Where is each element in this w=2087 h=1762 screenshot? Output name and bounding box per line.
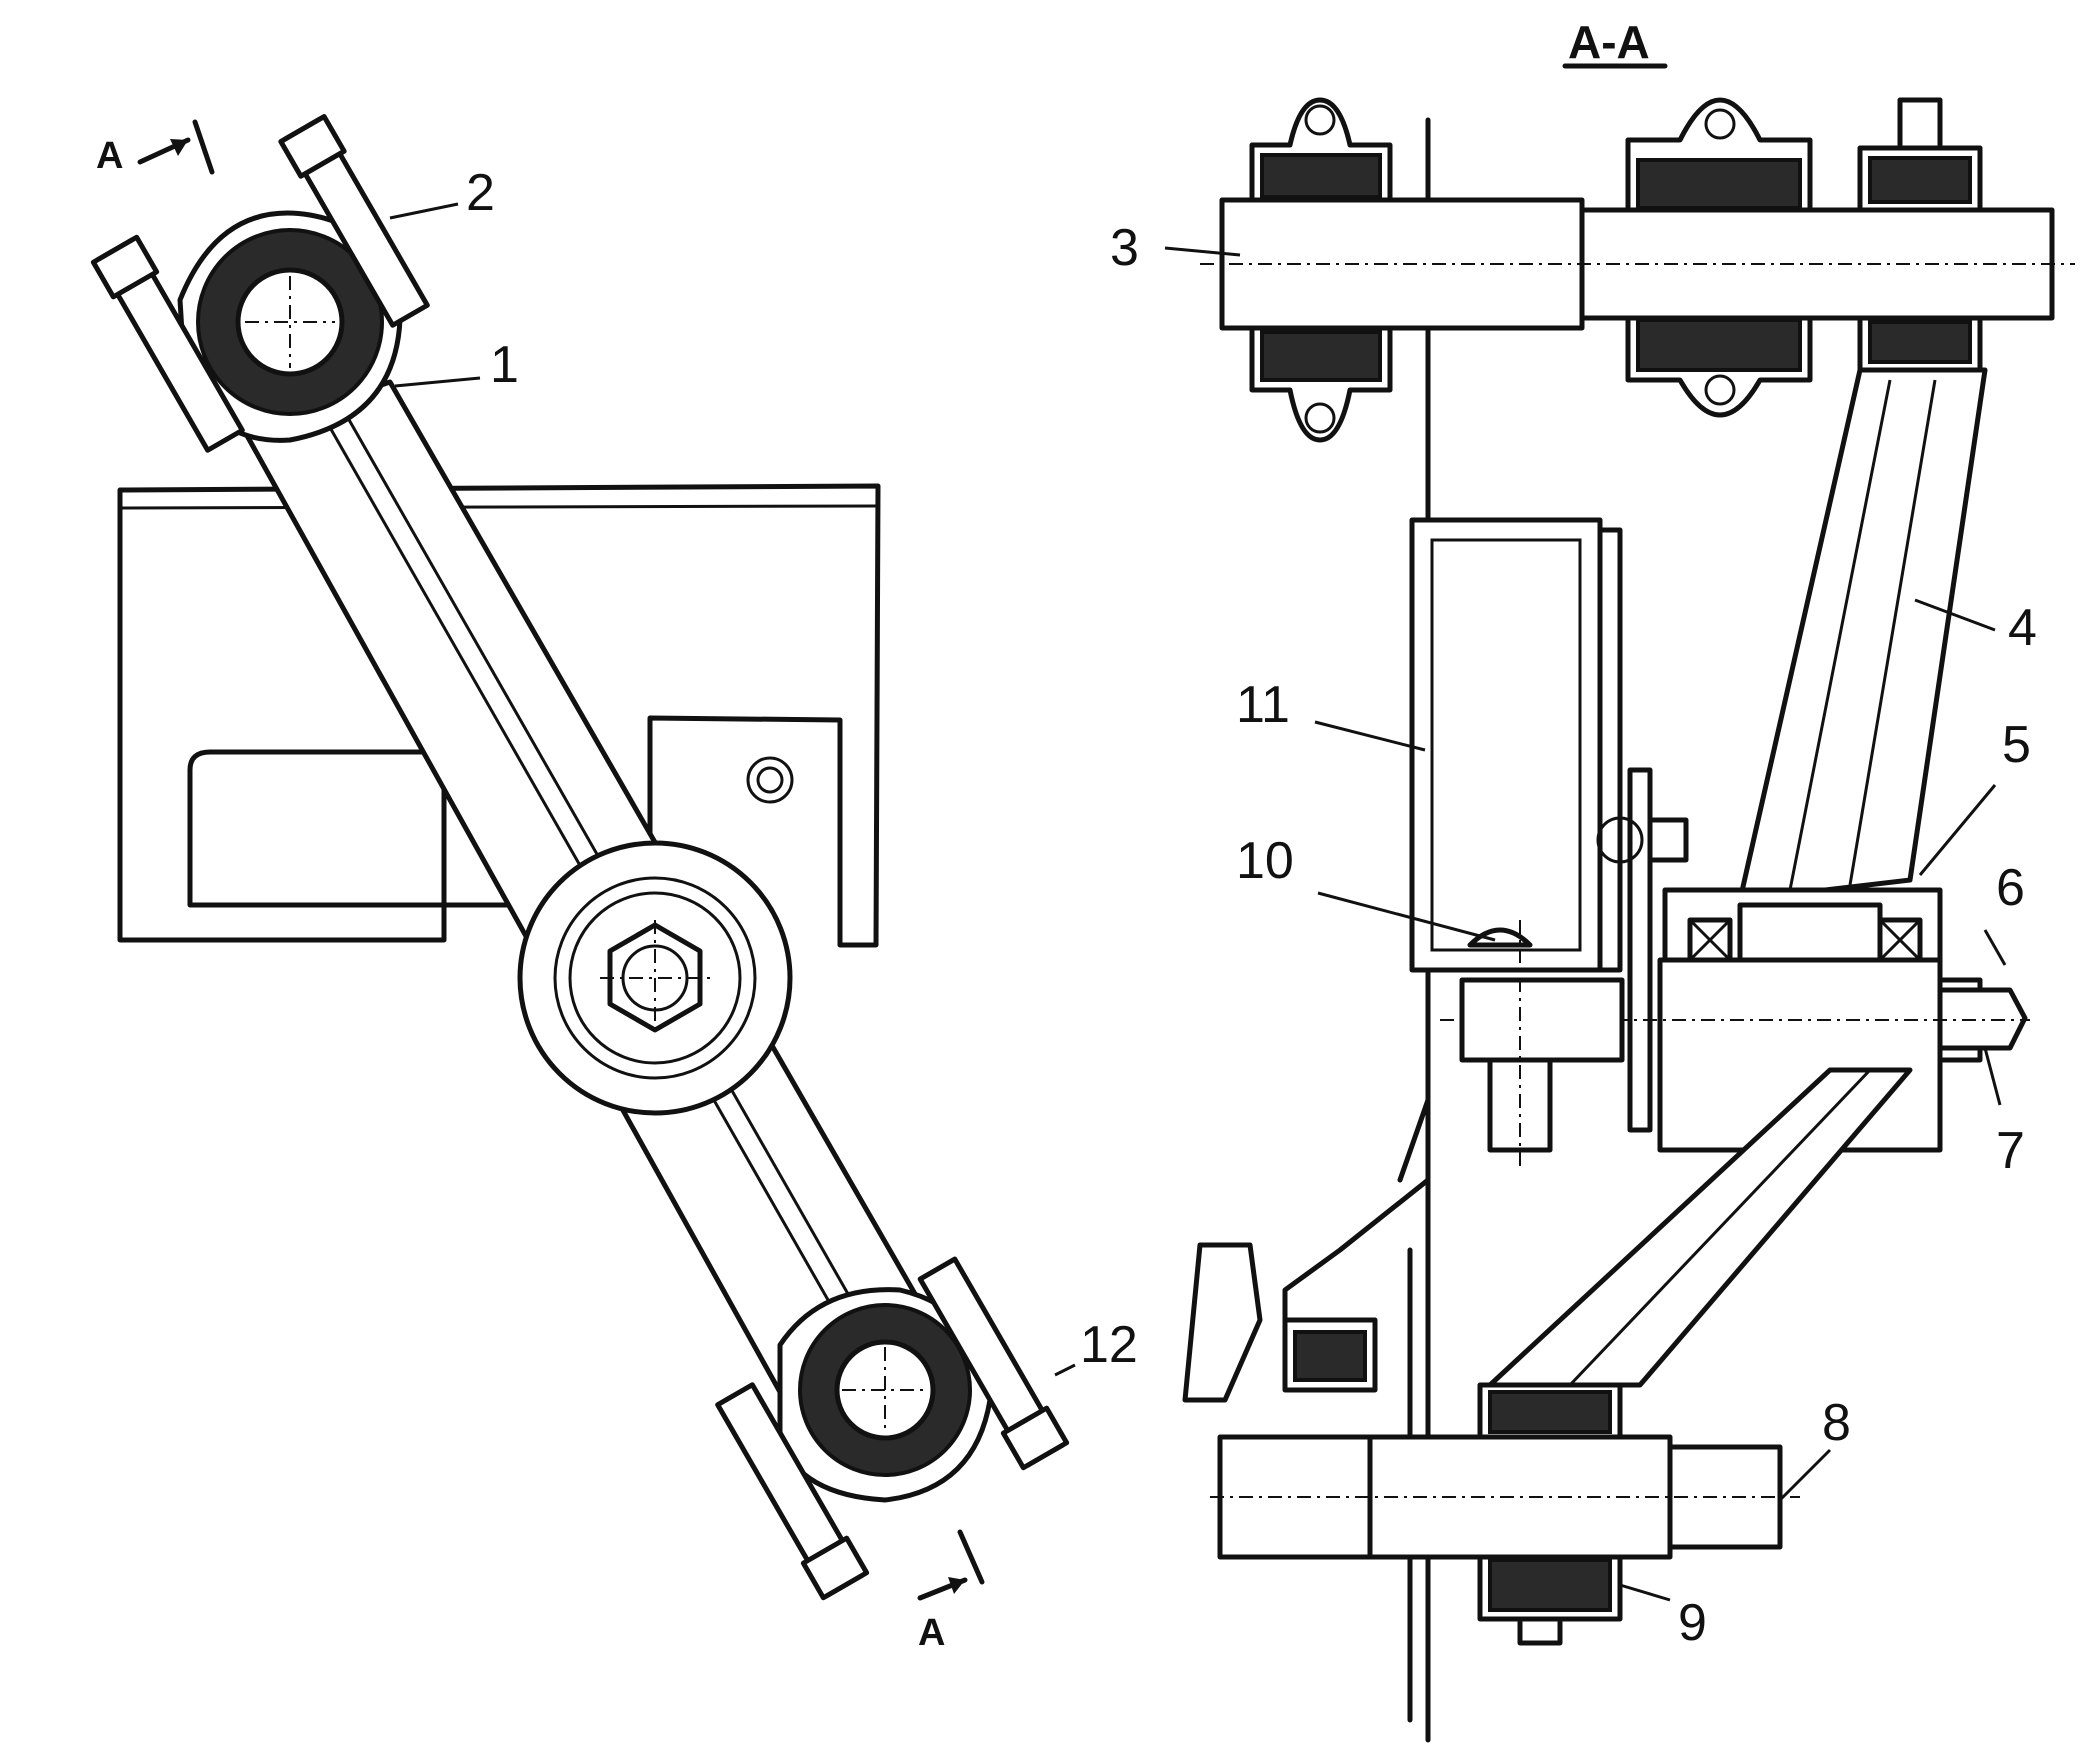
callout-8: 8: [1822, 1394, 1851, 1452]
bottom-shaft: [1210, 1382, 1800, 1646]
top-eye: [90, 114, 430, 453]
callout-12: 12: [1080, 1316, 1138, 1374]
bolt-10: [1459, 920, 1625, 1170]
lower-lever: [1487, 1067, 1913, 1388]
section-view: A-A: [389, 16, 2075, 1743]
top-mount-left: [1249, 97, 1393, 443]
callout-4: 4: [2008, 599, 2037, 657]
section-marker-bottom-label: A: [918, 1612, 945, 1654]
middle-hub: [517, 840, 793, 1116]
section-marker-top-label: A: [96, 135, 123, 177]
top-mount-center: [1625, 97, 1813, 418]
callout-10: 10: [1236, 832, 1294, 890]
callout-11: 11: [1236, 676, 1290, 734]
bottom-eye: [715, 1256, 1070, 1601]
callout-3: 3: [1110, 219, 1139, 277]
left-view: A A: [90, 114, 1070, 1654]
callout-labels: 1 2 3 4 5 6 7 8 9 10 11 12: [466, 164, 2037, 1652]
section-title: A-A: [1568, 16, 1650, 68]
lever-4: [1737, 367, 1988, 903]
spring-clamp: [1182, 1177, 1431, 1403]
bracket-11: [1409, 517, 1689, 973]
callout-9: 9: [1678, 1594, 1707, 1652]
callout-6: 6: [1996, 859, 2025, 917]
leaders-left: [389, 202, 1076, 1377]
section-marker-top: A: [96, 119, 215, 177]
section-marker-bottom: A: [917, 1529, 985, 1654]
top-shaft: [1200, 197, 2075, 331]
callout-5: 5: [2002, 716, 2031, 774]
callout-1: 1: [490, 336, 519, 394]
leaders: [1164, 246, 2007, 1602]
callout-7: 7: [1996, 1122, 2025, 1180]
callout-2: 2: [466, 164, 495, 222]
